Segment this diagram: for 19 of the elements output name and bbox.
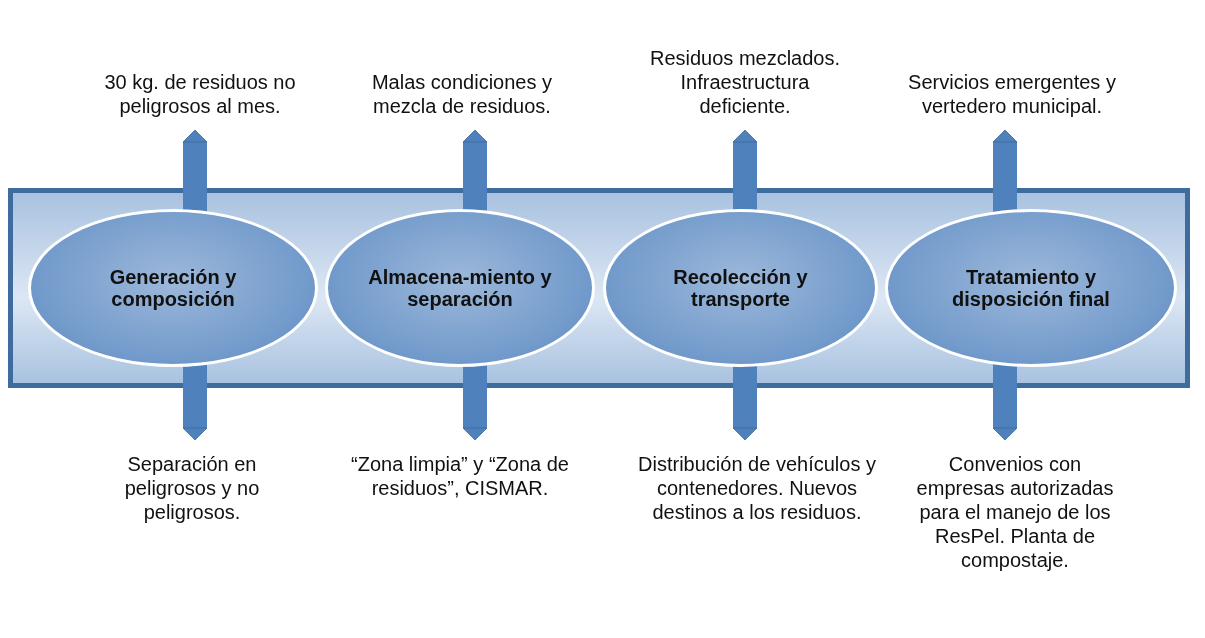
block-arrow xyxy=(992,129,1018,214)
description-text: Separación en peligrosos y no peligrosos. xyxy=(123,452,261,524)
description-text: Residuos mezclados. Infraestructura deficiente. xyxy=(648,46,842,118)
block-arrow xyxy=(182,363,208,441)
stage-ellipse: Generación y composición xyxy=(28,209,318,367)
description-text: Convenios con empresas autorizadas para el manejo de los ResPel. Planta de compostaje. xyxy=(915,452,1115,572)
description-text: 30 kg. de residuos no peligrosos al mes. xyxy=(103,70,297,118)
description-text: Distribución de vehículos y contenedores. Nuevos destinos a los residuos. xyxy=(637,452,877,524)
description-text: Malas condiciones y mezcla de residuos. xyxy=(370,70,554,118)
horizontal-band xyxy=(8,188,1190,388)
block-arrow xyxy=(462,129,488,213)
stage-ellipse: Tratamiento y disposición final xyxy=(885,209,1177,367)
block-arrow xyxy=(462,363,488,441)
stage-ellipse: Almacena-miento y separación xyxy=(325,209,595,367)
stage-ellipse: Recolección y transporte xyxy=(603,209,878,367)
block-arrow xyxy=(182,129,208,213)
description-text: Servicios emergentes y vertedero municipal. xyxy=(907,70,1117,118)
description-text: “Zona limpia” y “Zona de residuos”, CISMAR. xyxy=(350,452,570,500)
block-arrow xyxy=(992,362,1018,441)
